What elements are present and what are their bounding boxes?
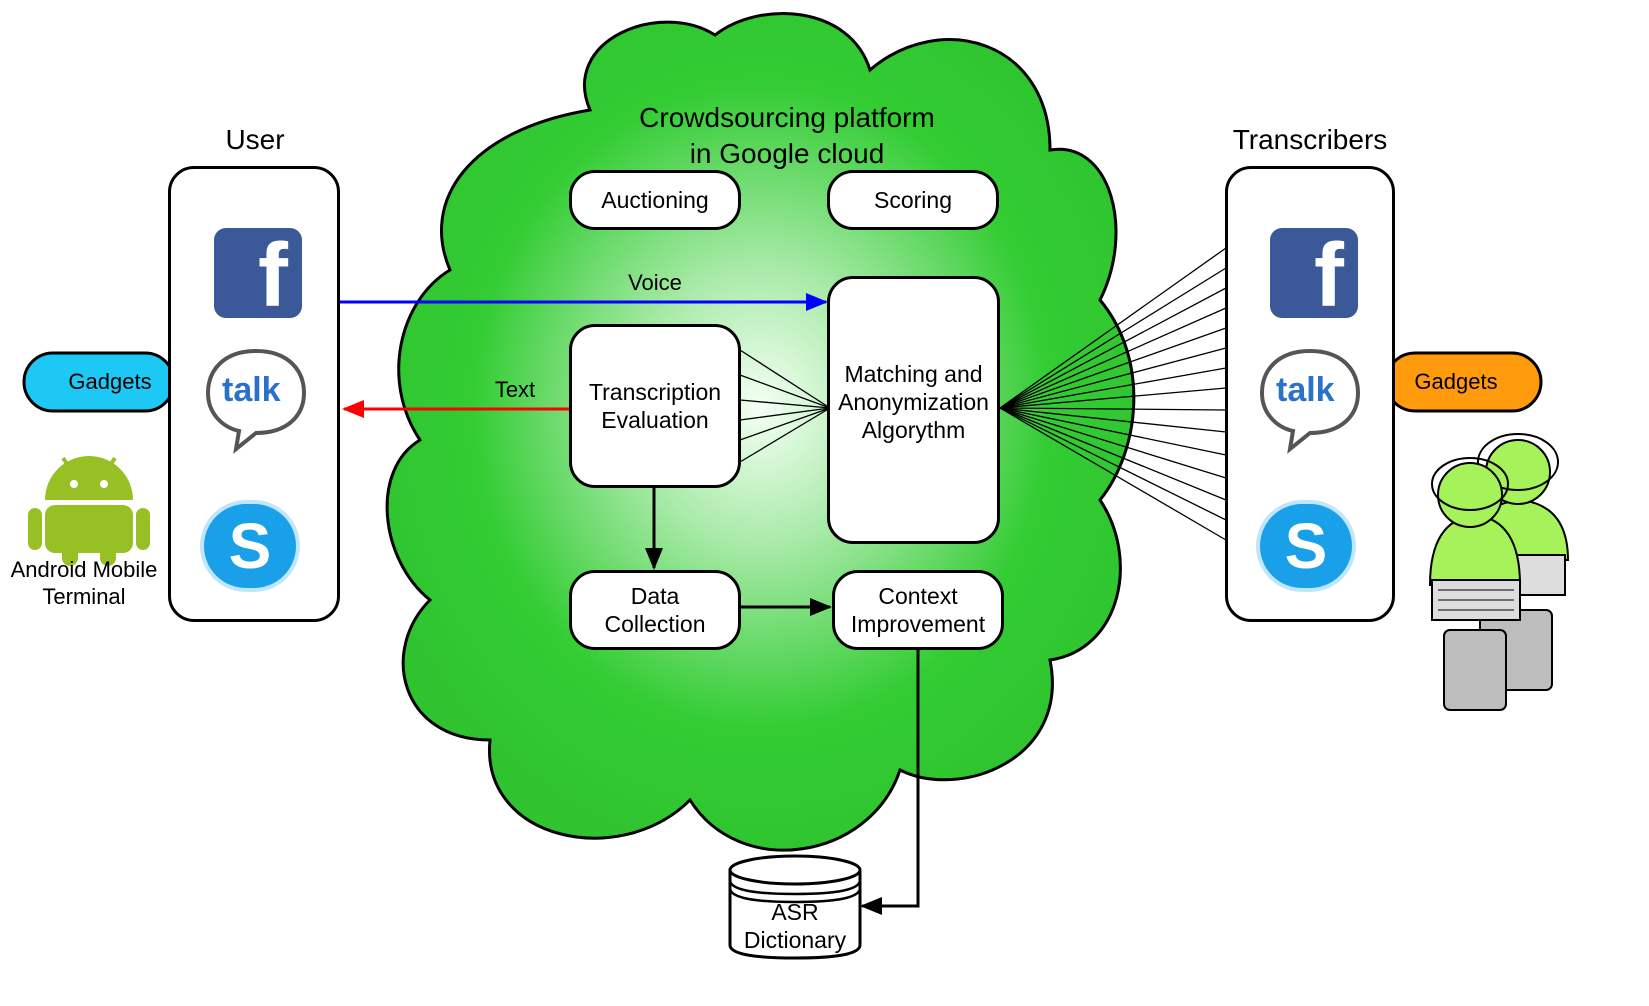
data-collection-box: Data Collection bbox=[569, 570, 741, 650]
transcriber-facebook-icon: f bbox=[1270, 228, 1358, 318]
cloud-title: Crowdsourcing platform in Google cloud bbox=[587, 100, 987, 172]
skype-s-glyph: S bbox=[1284, 510, 1328, 582]
transcriber-operators-icon bbox=[1428, 433, 1570, 711]
transcribers-heading: Transcribers bbox=[1232, 124, 1388, 155]
scoring-label: Scoring bbox=[874, 187, 952, 213]
facebook-f-glyph: f bbox=[258, 228, 288, 318]
right-gadgets-label: Gadgets bbox=[1414, 369, 1498, 394]
skype-s-glyph: S bbox=[228, 510, 272, 582]
talk-bubble-shape bbox=[1259, 348, 1361, 454]
android-terminal-label: Android Mobile Terminal bbox=[10, 557, 158, 609]
user-facebook-icon: f bbox=[214, 228, 302, 318]
transcription-evaluation-box: Transcription Evaluation bbox=[569, 324, 741, 488]
context-improvement-label: Context Improvement bbox=[850, 583, 986, 637]
data-collection-label: Data Collection bbox=[604, 583, 706, 637]
asr-dictionary-cylinder bbox=[728, 854, 862, 960]
auctioning-box: Auctioning bbox=[569, 170, 741, 230]
left-gadgets-label: Gadgets bbox=[68, 369, 152, 394]
talk-bubble-shape bbox=[205, 348, 307, 454]
user-heading: User bbox=[225, 124, 285, 155]
transcriber-skype-icon: S bbox=[1256, 500, 1356, 592]
text-label: Text bbox=[494, 377, 536, 402]
context-improvement-box: Context Improvement bbox=[832, 570, 1004, 650]
matching-transcribers-links bbox=[999, 247, 1227, 541]
user-talk-icon: talk bbox=[204, 345, 308, 455]
context-to-dictionary-arrow bbox=[860, 650, 920, 915]
transcriber-talk-icon: talk bbox=[1258, 345, 1362, 455]
auctioning-label: Auctioning bbox=[601, 187, 709, 213]
cloud-title-line1: Crowdsourcing platform bbox=[639, 102, 935, 133]
cloud-title-line2: in Google cloud bbox=[689, 138, 885, 169]
facebook-f-glyph: f bbox=[1314, 228, 1344, 318]
android-icon bbox=[28, 456, 150, 566]
talk-glyph: talk bbox=[222, 371, 281, 409]
user-skype-icon: S bbox=[200, 500, 300, 592]
matching-box: Matching and Anonymization Algorythm bbox=[827, 276, 1000, 544]
matching-label: Matching and Anonymization Algorythm bbox=[838, 361, 989, 443]
transcription-evaluation-label: Transcription Evaluation bbox=[588, 379, 722, 433]
scoring-box: Scoring bbox=[827, 170, 999, 230]
voice-label: Voice bbox=[628, 270, 682, 295]
talk-glyph: talk bbox=[1276, 371, 1335, 409]
asr-dictionary-label: ASR Dictionary bbox=[743, 899, 847, 953]
evaluation-matching-links bbox=[739, 349, 831, 463]
